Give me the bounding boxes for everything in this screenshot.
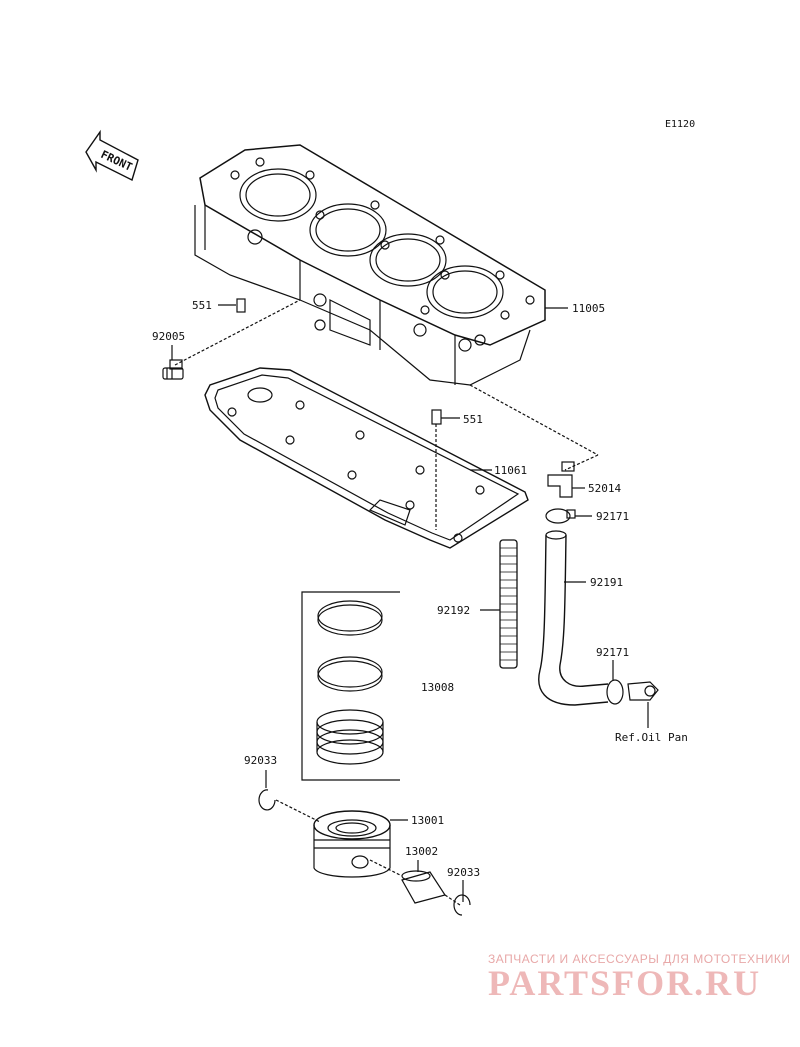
elbow-fitting-52014 (547, 461, 585, 498)
dowel-pin-551-lower (431, 409, 460, 530)
front-arrow-icon: FRONT (85, 129, 139, 181)
label-11061: 11061 (494, 464, 527, 477)
cylinder-block (194, 144, 546, 386)
label-13002: 13002 (405, 845, 438, 858)
clamp-92171-upper (545, 508, 592, 524)
label-52014: 52014 (588, 482, 621, 495)
label-92033-upper: 92033 (244, 754, 277, 767)
label-92171-upper: 92171 (596, 510, 629, 523)
cylinder-gasket (204, 367, 529, 549)
fitting-92005 (162, 299, 301, 380)
label-ref-oil-pan: Ref.Oil Pan (615, 731, 688, 744)
label-13001: 13001 (411, 814, 444, 827)
label-92192: 92192 (437, 604, 470, 617)
label-92033-lower: 92033 (447, 866, 480, 879)
circlip-92033-upper (258, 770, 321, 823)
label-551-lower: 551 (463, 413, 483, 426)
dowel-pin-551-upper (218, 298, 246, 313)
watermark-tagline: ЗАПЧАСТИ И АКСЕССУАРЫ ДЛЯ МОТОТЕХНИКИ (488, 952, 791, 966)
piston (313, 810, 408, 878)
clamp-92171-lower (606, 660, 624, 705)
stud-92192 (480, 539, 518, 669)
label-92171-lower: 92171 (596, 646, 629, 659)
hose-92191 (538, 530, 609, 706)
label-92191: 92191 (590, 576, 623, 589)
label-551-upper: 551 (192, 299, 212, 312)
diagram-ref-code: E1120 (665, 119, 696, 130)
leader-to-52014 (469, 384, 599, 456)
circlip-92033-lower (444, 880, 471, 916)
label-13008: 13008 (421, 681, 454, 694)
label-11005: 11005 (572, 302, 605, 315)
label-92005: 92005 (152, 330, 185, 343)
oil-pan-fitting (627, 681, 659, 728)
piston-pin (369, 859, 446, 904)
watermark-logo: PARTSFOR.RU (488, 963, 762, 1003)
piston-ring-set (301, 591, 400, 781)
